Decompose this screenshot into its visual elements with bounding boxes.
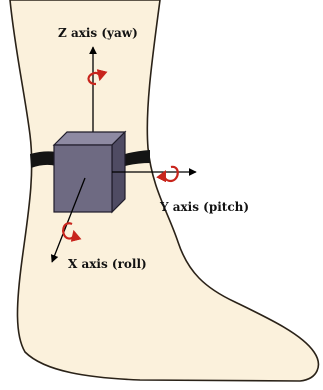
pitch-rotation-arrow-icon xyxy=(164,167,178,181)
x-axis-label: X axis (roll) xyxy=(68,257,147,271)
y-axis-label: Y axis (pitch) xyxy=(159,200,249,214)
z-axis-label: Z axis (yaw) xyxy=(58,26,138,40)
